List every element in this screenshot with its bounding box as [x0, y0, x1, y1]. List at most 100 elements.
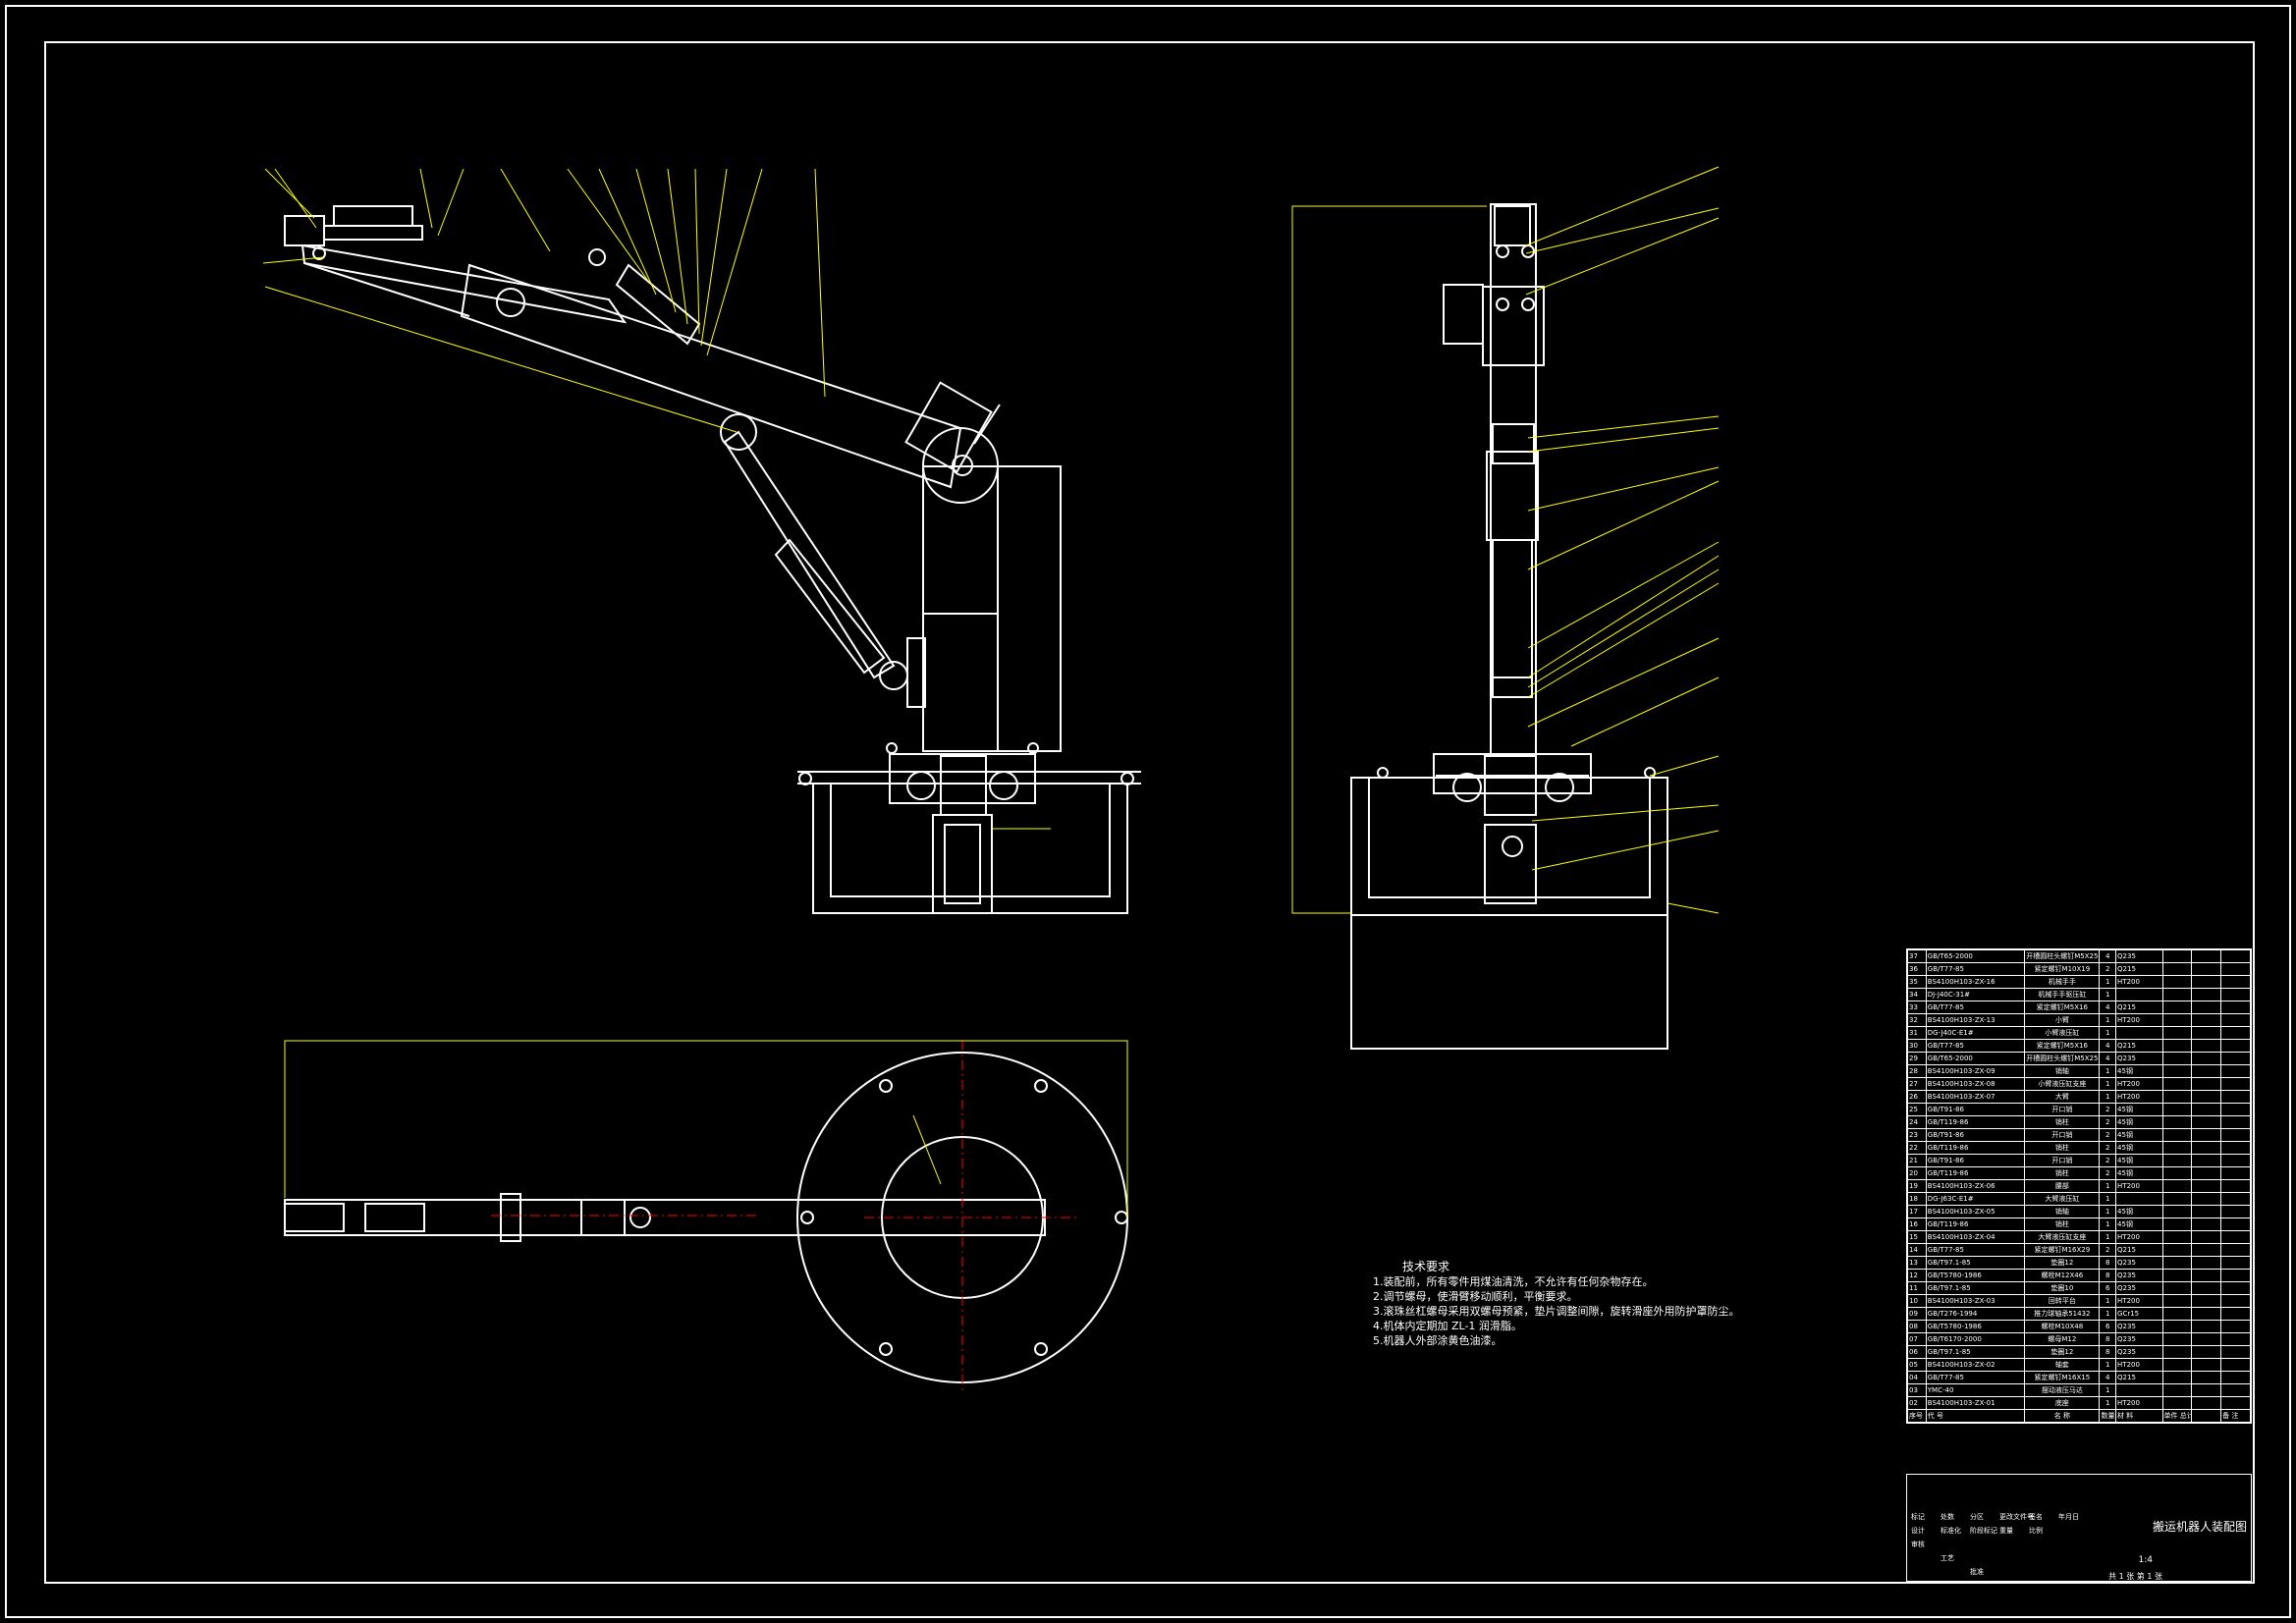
bom-qty: 2 — [2099, 1115, 2117, 1129]
bom-empty — [2191, 1154, 2222, 1167]
bom-empty — [2161, 1269, 2193, 1282]
bom-empty — [2191, 1345, 2222, 1359]
bom-empty — [2191, 1192, 2222, 1206]
bom-name: 小臂液压缸支座 — [2024, 1077, 2101, 1091]
bom-no: 05 — [1907, 1358, 1927, 1372]
bom-code: GB/T97.1-85 — [1925, 1281, 2026, 1295]
title-block-label: 标准化 — [1941, 1527, 1961, 1535]
bom-empty — [2161, 1217, 2193, 1231]
bom-no: 17 — [1907, 1205, 1927, 1218]
bom-empty — [2161, 1154, 2193, 1167]
bom-empty — [2161, 1345, 2193, 1359]
bom-empty — [2191, 1396, 2222, 1410]
bom-empty — [2191, 1294, 2222, 1308]
bom-header-material: 材 料 — [2115, 1409, 2163, 1423]
bom-empty — [2161, 1064, 2193, 1078]
bom-name: 紧定螺钉M16X15 — [2024, 1371, 2101, 1384]
bom-empty — [2220, 1154, 2251, 1167]
title-block-label: 工艺 — [1941, 1554, 1954, 1562]
bom-empty — [2191, 1001, 2222, 1014]
bom-qty: 2 — [2099, 962, 2117, 976]
bom-name: 螺母M12 — [2024, 1332, 2101, 1346]
bom-no: 09 — [1907, 1307, 1927, 1321]
bom-material: Q215 — [2115, 1371, 2163, 1384]
bom-code: GB/T5780-1986 — [1925, 1320, 2026, 1333]
bom-no: 25 — [1907, 1103, 1927, 1116]
bom-qty: 4 — [2099, 949, 2117, 963]
bom-empty — [2191, 1320, 2222, 1333]
bom-no: 16 — [1907, 1217, 1927, 1231]
bom-material: 45钢 — [2115, 1217, 2163, 1231]
bom-empty — [2161, 1090, 2193, 1104]
bom-empty — [2191, 962, 2222, 976]
top-view — [284, 1052, 1128, 1383]
bom-code: DG-J63C-E1# — [1925, 1192, 2026, 1206]
bom-empty — [2161, 1077, 2193, 1091]
bom-no: 11 — [1907, 1281, 1927, 1295]
bom-qty: 2 — [2099, 1128, 2117, 1142]
bom-empty — [2220, 1064, 2251, 1078]
bom-no: 26 — [1907, 1090, 1927, 1104]
bom-no: 15 — [1907, 1230, 1927, 1244]
bom-code: GB/T91-86 — [1925, 1103, 2026, 1116]
bom-empty — [2191, 975, 2222, 989]
bom-qty: 1 — [2099, 1013, 2117, 1027]
title-block-label: 批准 — [1970, 1568, 1984, 1576]
bom-no: 34 — [1907, 988, 1927, 1001]
bom-code: GB/T276-1994 — [1925, 1307, 2026, 1321]
bom-code: GB/T6170-2000 — [1925, 1332, 2026, 1346]
bom-empty — [2220, 1090, 2251, 1104]
sheet-info: 共 1 张 第 1 张 — [2108, 1572, 2162, 1581]
bom-material: Q235 — [2115, 1256, 2163, 1270]
bom-material: HT200 — [2115, 1090, 2163, 1104]
bom-empty — [2220, 949, 2251, 963]
bom-empty — [2161, 1320, 2193, 1333]
title-block-label: 分区 — [1970, 1513, 1984, 1521]
bom-code: BS4100H103-ZX-01 — [1925, 1396, 2026, 1410]
bom-name: 紧定螺钉M16X29 — [2024, 1243, 2101, 1257]
technical-requirements-title: 技术要求 — [1402, 1260, 1450, 1273]
bom-header-weight: 单件 总计 — [2161, 1409, 2193, 1423]
bom-material: Q235 — [2115, 1052, 2163, 1065]
bom-empty — [2161, 1256, 2193, 1270]
bom-empty — [2161, 1052, 2193, 1065]
requirement-item: 4.机体内定期加 ZL-1 润滑脂。 — [1373, 1320, 1522, 1332]
bom-empty — [2161, 1307, 2193, 1321]
bom-header-row: 序号代 号名 称数量材 料单件 总计备 注 — [1907, 1409, 2251, 1423]
bom-empty — [2220, 1345, 2251, 1359]
bom-empty — [2191, 1358, 2222, 1372]
bom-code: GB/T97.1-85 — [1925, 1256, 2026, 1270]
bom-name: 腰部 — [2024, 1179, 2101, 1193]
bom-qty: 1 — [2099, 1307, 2117, 1321]
bom-qty: 2 — [2099, 1154, 2117, 1167]
bom-empty — [2220, 1141, 2251, 1155]
bom-empty — [2191, 1141, 2222, 1155]
bom-name: 螺栓M10X48 — [2024, 1320, 2101, 1333]
bom-material: HT200 — [2115, 1358, 2163, 1372]
bom-empty — [2161, 1166, 2193, 1180]
bom-no: 18 — [1907, 1192, 1927, 1206]
bom-no: 04 — [1907, 1371, 1927, 1384]
bom-code: BS4100H103-ZX-13 — [1925, 1013, 2026, 1027]
bom-name: 紧定螺钉M10X19 — [2024, 962, 2101, 976]
bom-name: 开槽圆柱头螺钉M5X25 — [2024, 949, 2101, 963]
inner-border — [44, 41, 2255, 1584]
bom-empty — [2161, 1103, 2193, 1116]
bom-material: HT200 — [2115, 1013, 2163, 1027]
bom-no: 08 — [1907, 1320, 1927, 1333]
requirement-item: 2.调节螺母，使滑臂移动顺利，平衡要求。 — [1373, 1290, 1578, 1303]
bom-empty — [2191, 949, 2222, 963]
bom-empty — [2220, 1077, 2251, 1091]
